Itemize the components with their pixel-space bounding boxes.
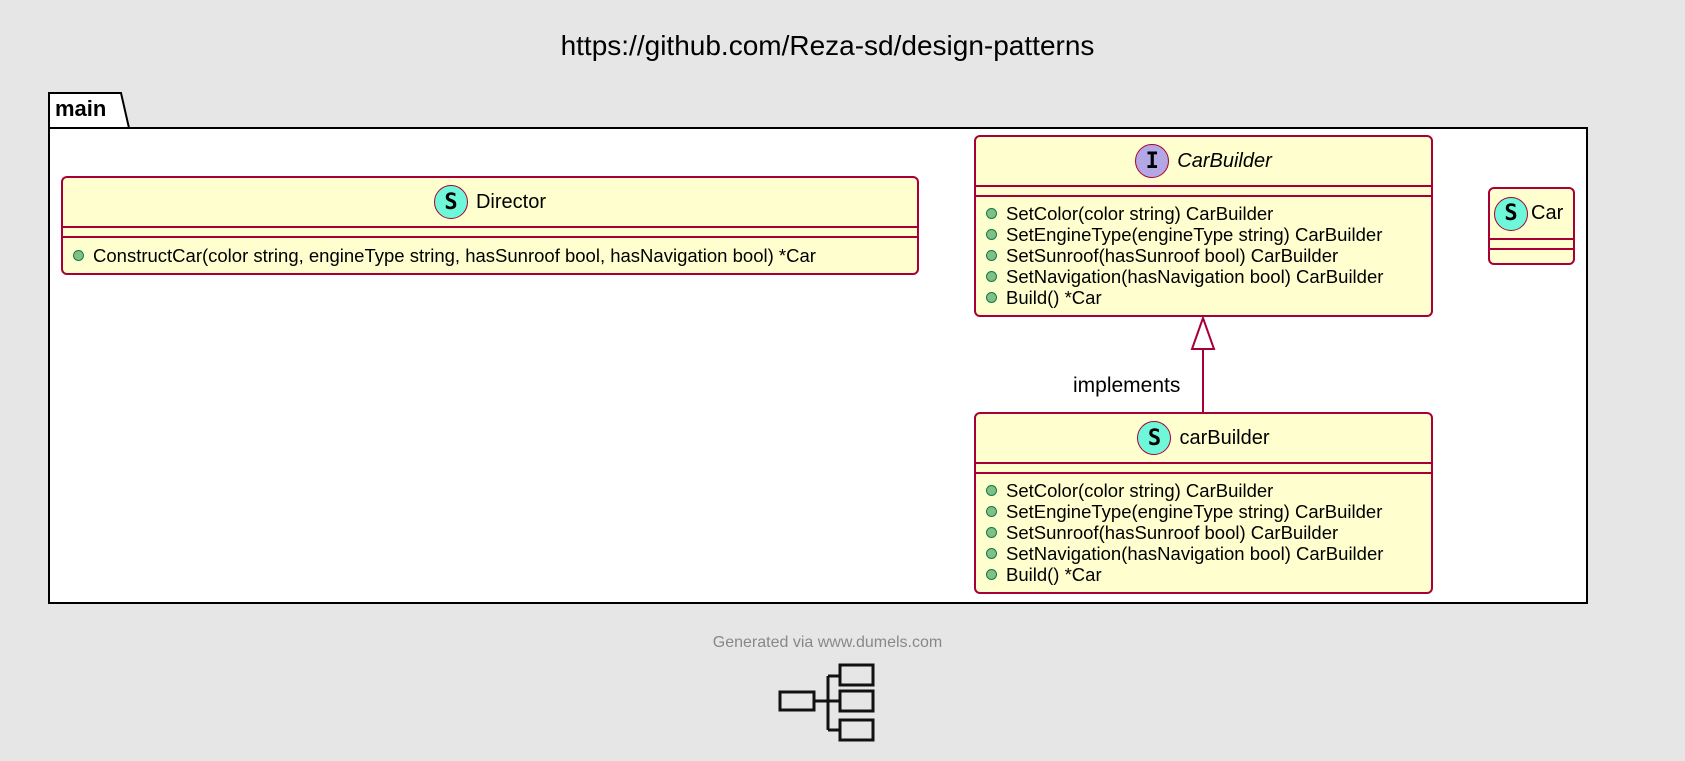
method-row: SetSunroof(hasSunroof bool) CarBuilder bbox=[986, 245, 1423, 266]
method-row: SetEngineType(engineType string) CarBuil… bbox=[986, 501, 1423, 522]
package-name: main bbox=[55, 96, 107, 121]
method-row: Build() *Car bbox=[986, 287, 1423, 308]
method-row: SetNavigation(hasNavigation bool) CarBui… bbox=[986, 266, 1423, 287]
class-name: CarBuilder bbox=[1177, 149, 1272, 172]
struct-icon: S bbox=[1494, 196, 1528, 231]
public-visibility-icon bbox=[986, 208, 997, 219]
method-row: SetColor(color string) CarBuilder bbox=[986, 480, 1423, 501]
public-visibility-icon bbox=[986, 271, 997, 282]
class-name: carBuilder bbox=[1179, 426, 1270, 449]
class-name: Car bbox=[1531, 202, 1564, 224]
package-tab-shape bbox=[48, 92, 130, 128]
footer-credit: Generated via www.dumels.com bbox=[712, 634, 943, 651]
method-row: Build() *Car bbox=[986, 564, 1423, 585]
public-visibility-icon bbox=[73, 250, 84, 261]
interface-carbuilder[interactable]: I CarBuilder SetColor(color string) CarB… bbox=[974, 135, 1433, 317]
method-row: SetEngineType(engineType string) CarBuil… bbox=[986, 224, 1423, 245]
public-visibility-icon bbox=[986, 485, 997, 496]
public-visibility-icon bbox=[986, 569, 997, 580]
class-director[interactable]: S Director ConstructCar(color string, en… bbox=[61, 176, 919, 275]
public-visibility-icon bbox=[986, 527, 997, 538]
relation-label: implements bbox=[1073, 374, 1181, 397]
public-visibility-icon bbox=[986, 292, 997, 303]
diagram-title: https://github.com/Reza-sd/design-patter… bbox=[560, 30, 1095, 61]
method-row: SetColor(color string) CarBuilder bbox=[986, 203, 1423, 224]
struct-icon: S bbox=[1137, 421, 1172, 455]
public-visibility-icon bbox=[986, 250, 997, 261]
class-name: Director bbox=[475, 190, 546, 213]
method-row: SetNavigation(hasNavigation bool) CarBui… bbox=[986, 543, 1423, 564]
public-visibility-icon bbox=[986, 229, 997, 240]
class-car[interactable]: S Car bbox=[1488, 187, 1575, 265]
dumels-logo-icon bbox=[778, 663, 875, 742]
public-visibility-icon bbox=[986, 548, 997, 559]
interface-icon: I bbox=[1135, 144, 1170, 178]
public-visibility-icon bbox=[986, 506, 997, 517]
struct-icon: S bbox=[433, 185, 468, 219]
class-carbuilder[interactable]: S carBuilder SetColor(color string) CarB… bbox=[974, 412, 1433, 594]
method-row: ConstructCar(color string, engineType st… bbox=[73, 245, 909, 266]
method-row: SetSunroof(hasSunroof bool) CarBuilder bbox=[986, 522, 1423, 543]
